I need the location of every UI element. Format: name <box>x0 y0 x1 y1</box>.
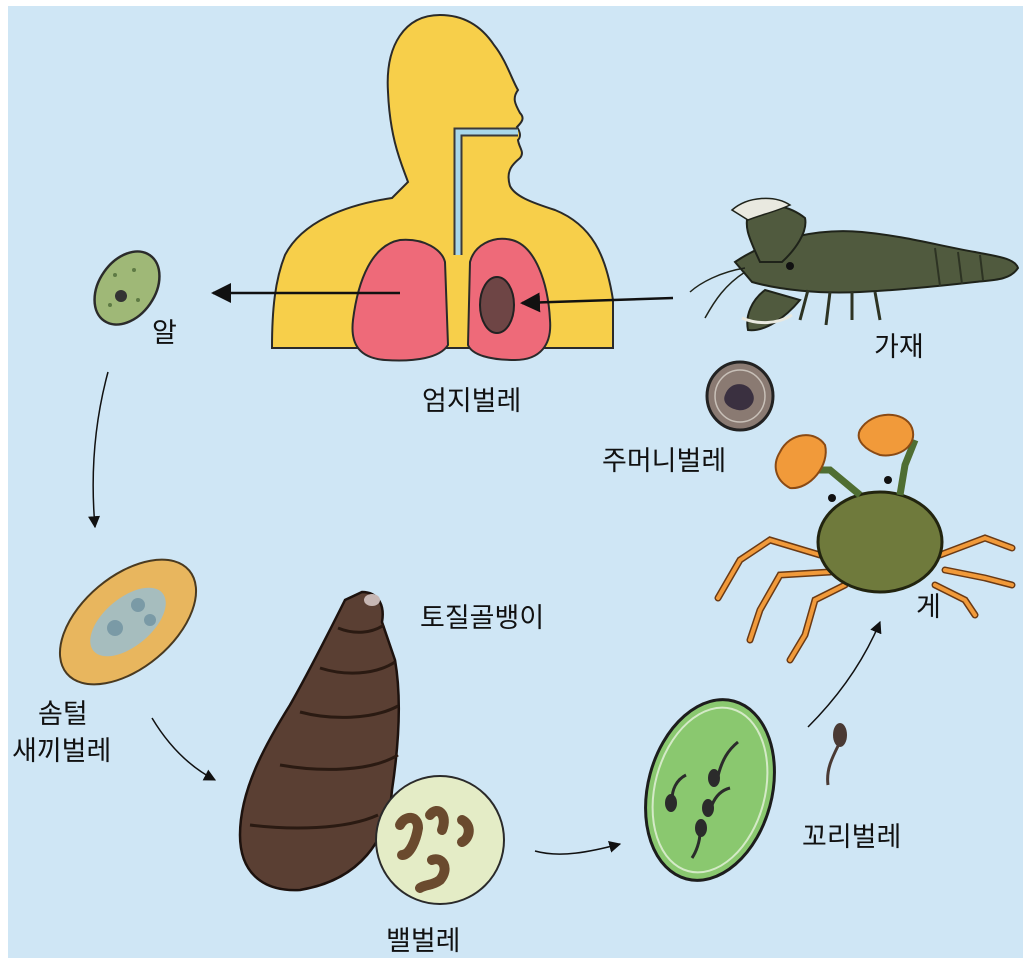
label-egg: 알 <box>152 318 177 349</box>
label-crayfish: 가재 <box>874 332 924 363</box>
label-adult: 엄지벌레 <box>422 386 521 417</box>
crab-shell <box>818 492 942 592</box>
label-cercaria: 꼬리벌레 <box>802 822 901 853</box>
sporocyst-illustration <box>376 776 504 904</box>
label-miracidium-line1: 솜털 <box>38 699 88 730</box>
adult-fluke-in-lung <box>480 277 514 333</box>
label-metacercaria: 주머니벌레 <box>602 446 726 477</box>
label-sporocyst: 밸벌레 <box>386 926 461 957</box>
label-snail: 토질골뱅이 <box>420 603 544 634</box>
metacercaria-illustration <box>707 362 773 430</box>
label-miracidium-line2: 새끼벌레 <box>12 736 111 767</box>
label-crab: 게 <box>916 592 941 623</box>
